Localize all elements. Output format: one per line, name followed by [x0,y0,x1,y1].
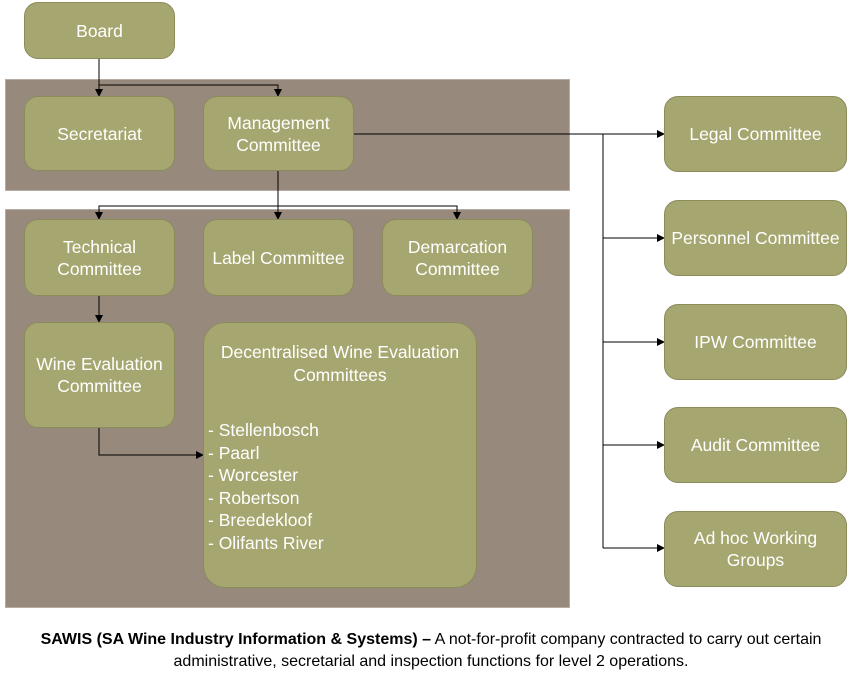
demarcation-committee-node: Demarcation Committee [382,219,533,296]
region-item: - Robertson [208,487,300,508]
decentralised-title: Decentralised Wine Evaluation Committees [220,342,460,385]
caption-text: A not-for-profit company contracted to c… [173,631,822,670]
legal-committee-node: Legal Committee [664,96,847,172]
region-item: - Stellenbosch [208,420,319,440]
audit-committee-node: Audit Committee [664,407,847,483]
region-item: - Paarl [208,442,260,463]
wine-evaluation-committee-node: Wine Evaluation Committee [24,322,175,428]
connector-demarcation [278,205,461,220]
caption-lead: SAWIS (SA Wine Industry Information & Sy… [40,631,432,648]
adhoc-working-groups-node: Ad hoc Working Groups [664,511,847,587]
technical-committee-node: Technical Committee [24,219,175,296]
personnel-committee-node: Personnel Committee [664,200,847,276]
management-committee-node: Management Committee [203,96,354,171]
caption: SAWIS (SA Wine Industry Information & Sy… [0,629,862,673]
connector-wine-eval-decentralised [98,428,204,459]
board-node: Board [24,2,175,59]
region-item: - Olifants River [208,532,324,553]
region-item: - Breedekloof [208,510,313,530]
decentralised-committees-node: Decentralised Wine Evaluation Committees… [203,322,477,588]
ipw-committee-node: IPW Committee [664,304,847,380]
connector-technical [95,205,278,220]
secretariat-node: Secretariat [24,96,175,171]
connector-board-management [99,84,282,97]
region-item: - Worcester [208,465,299,485]
region-list: - Stellenbosch - Paarl - Worcester - Rob… [208,419,472,554]
label-committee-node: Label Committee [203,219,354,296]
